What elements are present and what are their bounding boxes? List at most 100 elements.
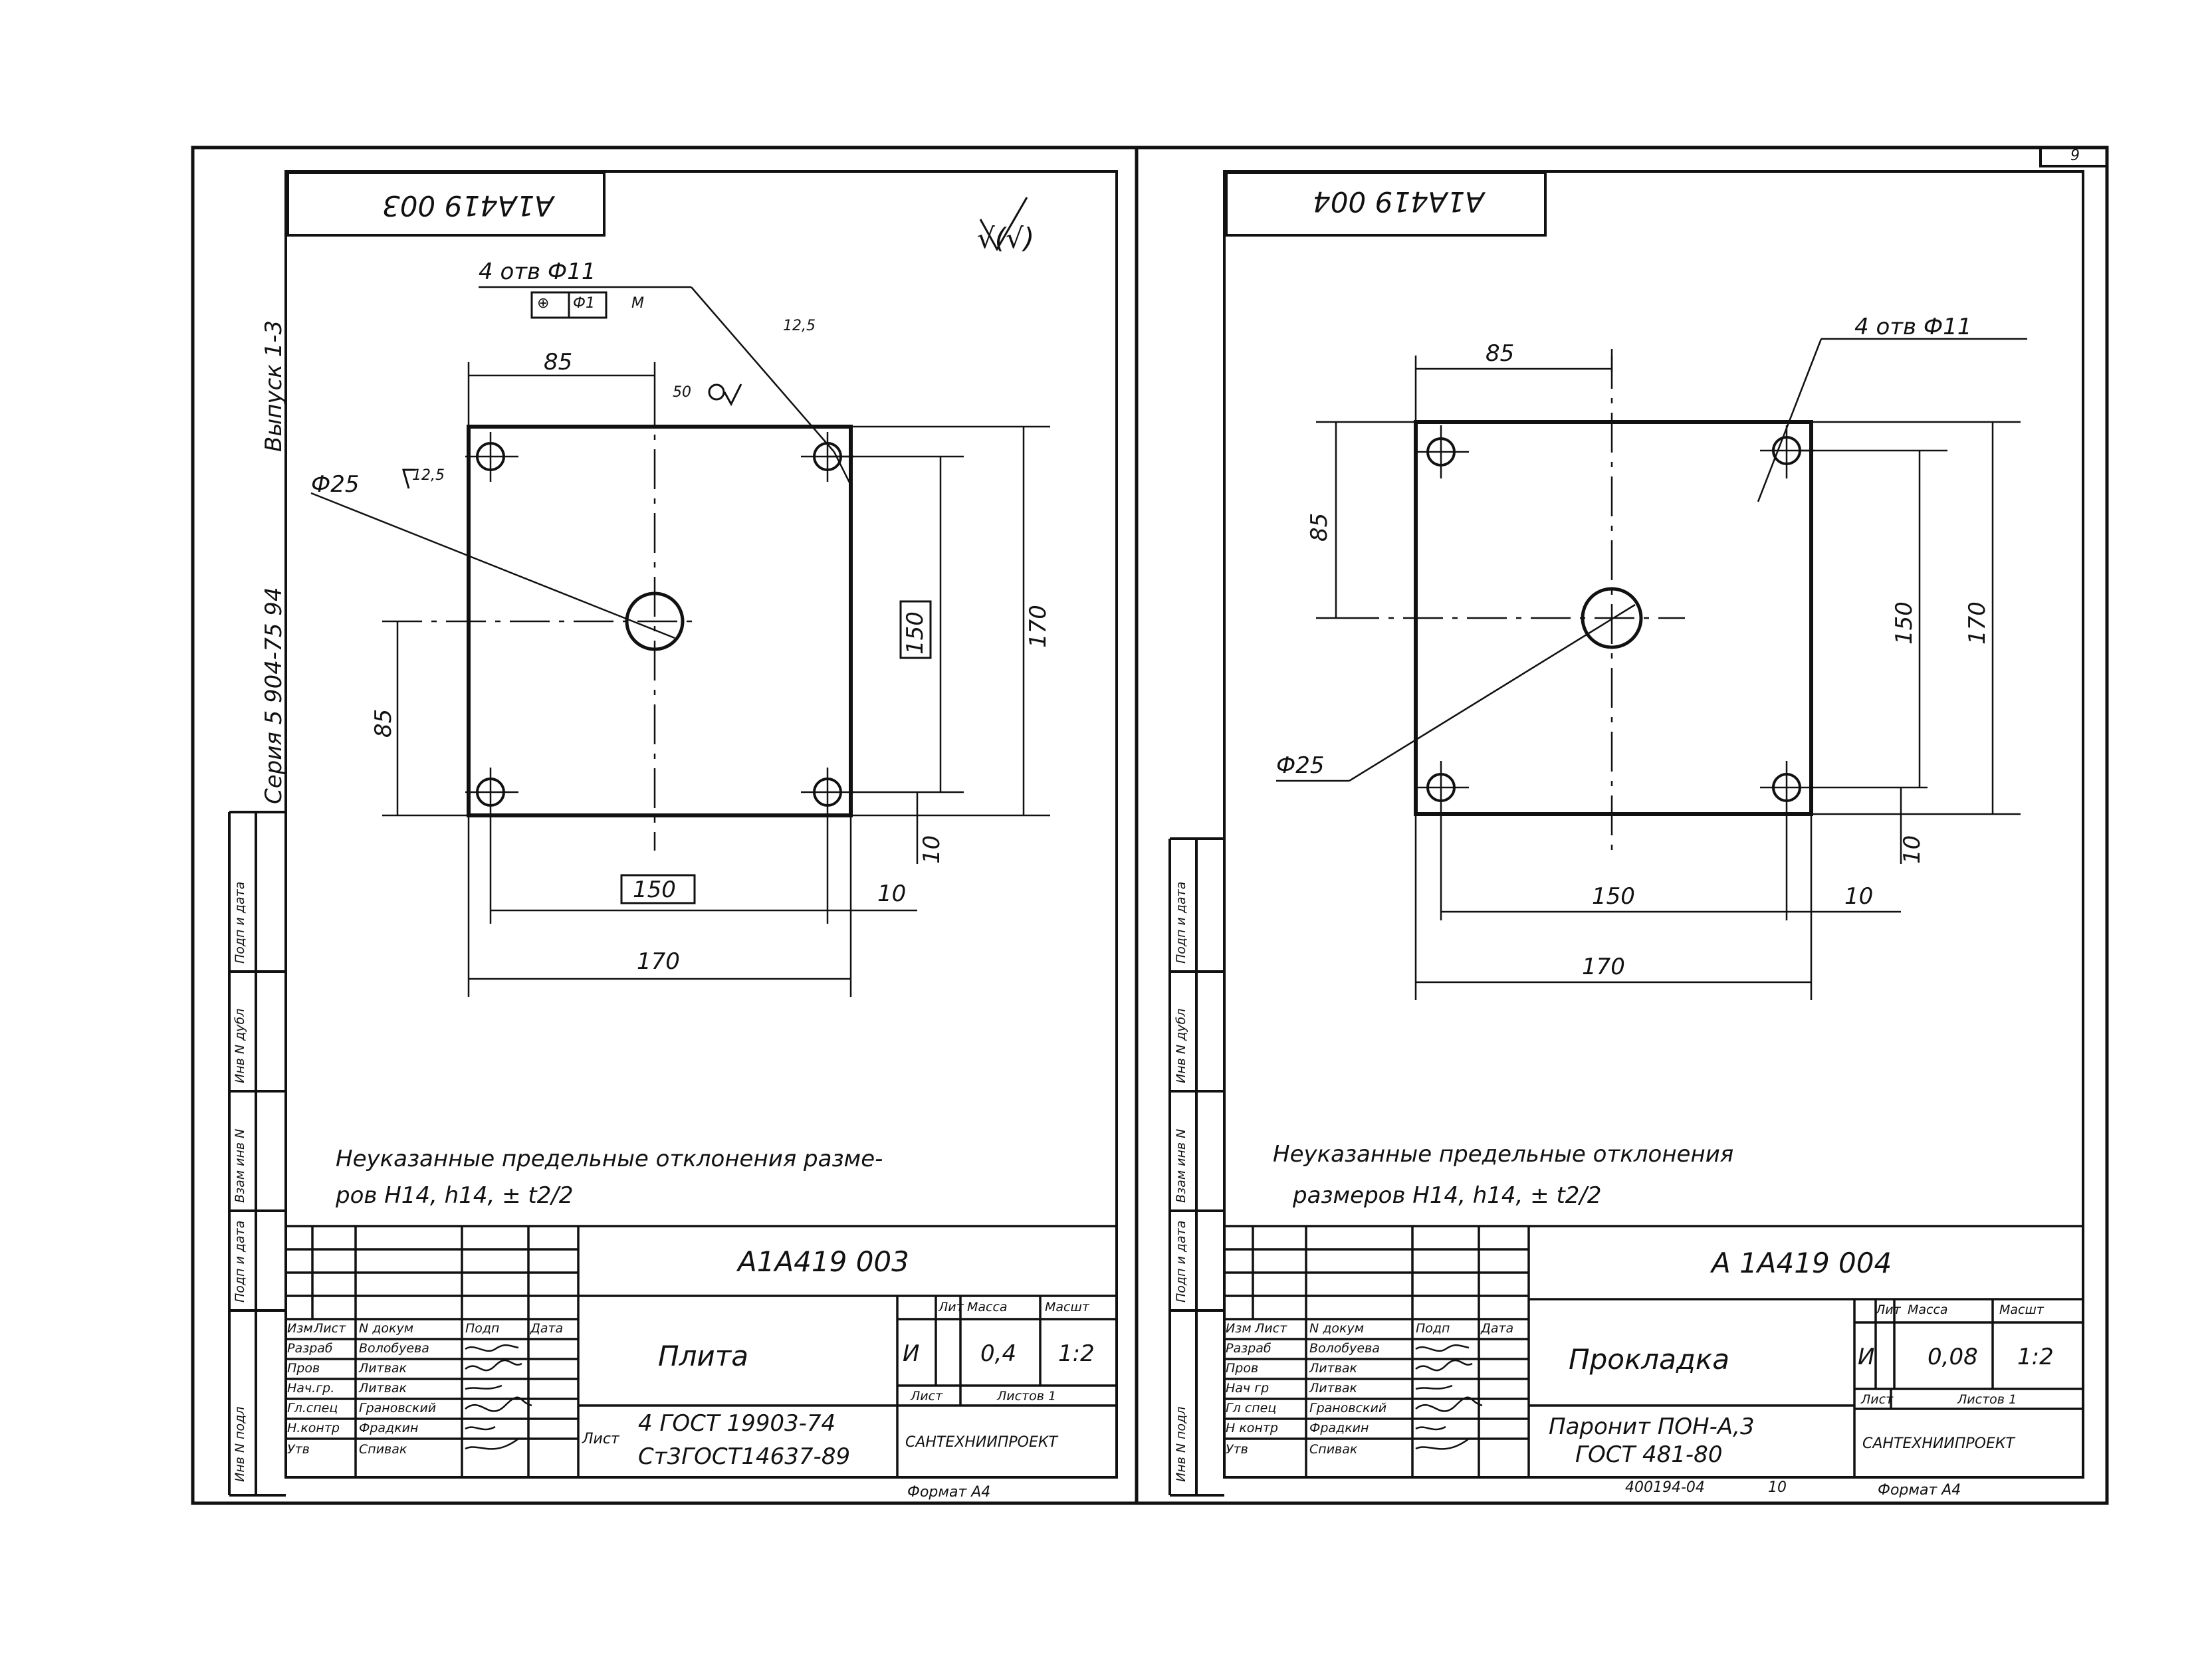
tolerance-symbol: ⊕ [537,295,550,312]
col-lit: Лит [939,1300,964,1314]
dim-10-v-2: 10 [1899,835,1926,864]
note-line1-2: Неуказанные предельные отклонения [1273,1141,1734,1168]
scale-value-2: 1:2 [2017,1344,2054,1370]
sheet-cell-2: Лист [1861,1392,1894,1407]
header-col-date-2: Дата [1481,1321,1514,1336]
dim-10-h: 10 [877,881,907,907]
sheet-label: Лист [582,1431,619,1447]
sidebar-label-inv-r: Инв N подл [1174,1406,1188,1482]
sheets-cell: Листов 1 [997,1389,1057,1404]
org-name: САНТЕХНИИПРОЕКТ [905,1434,1057,1451]
material-line2: Ст3ГОСТ14637-89 [638,1443,851,1470]
col-scale: Масшт [1045,1300,1089,1314]
format-label: Формат А4 [907,1484,991,1501]
dim-top-85-2: 85 [1486,340,1515,367]
note-line2: ров Н14, h14, ± t2/2 [336,1182,574,1209]
sidebar-label-sign: Подп и дата [233,1220,247,1303]
person-name: Фрадкин [359,1421,419,1435]
header-col-doc: N докум [359,1321,414,1336]
dim-170-h-2: 170 [1582,954,1625,980]
tolerance-modifier: М [631,295,644,312]
role: Разраб [1226,1341,1272,1356]
header-col-doc-2: N докум [1309,1321,1365,1336]
col-lit-2: Лит [1876,1303,1901,1317]
sidebar-label-sign2-r: Подп и дата [1174,881,1188,964]
mass-value-2: 0,08 [1928,1344,1978,1370]
series-label: Серия 5 904-75 94 [261,587,287,804]
person-name: Грановский [359,1401,437,1415]
role: Нач.гр. [287,1381,335,1396]
person-name: Литвак [1309,1381,1358,1396]
lit-value-2: И [1858,1344,1875,1370]
material-line1-2: Паронит ПОН-А,3 [1549,1413,1755,1440]
stamp-code-2: А1А419 004 [1313,185,1484,218]
footer-code: 400194-04 [1625,1479,1705,1496]
sidebar-label-sign2: Подп и дата [233,881,247,964]
role: Гл спец [1226,1401,1277,1415]
dim-diameter: Ф25 [311,471,360,498]
role: Пров [1226,1361,1259,1376]
part-title: Плита [658,1340,748,1372]
tolerance-value: Ф1 [573,295,595,312]
designation-2: А 1А419 004 [1712,1247,1892,1279]
mass-value: 0,4 [980,1340,1017,1367]
sidebar-label-replace: Взам инв N [233,1128,247,1203]
dim-left-85-2: 85 [1306,512,1333,542]
org-name-2: САНТЕХНИИПРОЕКТ [1862,1435,2015,1452]
role: Разраб [287,1341,333,1356]
note-line2-2: размеров Н14, h14, ± t2/2 [1293,1182,1602,1209]
header-col-change: Изм [287,1321,313,1336]
header-col-sign: Подп [465,1321,500,1336]
person-name: Фрадкин [1309,1421,1369,1435]
person-name: Спивак [359,1442,407,1457]
dim-150-v-2: 150 [1891,601,1918,645]
material-line1: 4 ГОСТ 19903-74 [638,1410,836,1437]
dim-left-85: 85 [370,708,397,738]
dim-10-v: 10 [919,835,945,864]
header-col-sheet: Лист [314,1321,346,1336]
role: Н.контр [287,1421,340,1435]
col-mass-2: Масса [1908,1303,1948,1317]
sidebar-label-sign-r: Подп и дата [1174,1220,1188,1303]
dim-150-h: 150 [633,877,676,903]
dim-170-v-2: 170 [1964,601,1991,645]
sidebar-label-inv: Инв N подл [233,1406,247,1482]
col-mass: Масса [967,1300,1008,1314]
dim-170-h: 170 [637,948,680,975]
dim-150-v: 150 [902,611,929,655]
dim-diameter-2: Ф25 [1276,752,1325,779]
dim-10-h-2: 10 [1844,883,1874,910]
role: Н контр [1226,1421,1278,1435]
roughness-mark: √(√) [977,222,1035,255]
person-name: Литвак [1309,1361,1358,1376]
dim-150-h-2: 150 [1592,883,1635,910]
part-title-2: Прокладка [1569,1343,1730,1376]
role: Нач гр [1226,1381,1270,1396]
sidebar-label-replace-r: Взам инв N [1174,1128,1188,1203]
material-line2-2: ГОСТ 481-80 [1575,1441,1723,1468]
note-line1: Неуказанные предельные отклонения разме- [336,1146,883,1172]
designation: А1А419 003 [738,1245,909,1278]
roughness-hole: 12,5 [783,318,816,334]
footer-code-num: 10 [1768,1479,1787,1496]
person-name: Спивак [1309,1442,1358,1457]
header-col-date: Дата [530,1321,564,1336]
issue-label: Выпуск 1-3 [261,320,287,452]
header-col-change-2: Изм [1226,1321,1252,1336]
lit-value: И [903,1340,920,1367]
sheets-cell-2: Листов 1 [1957,1392,2017,1407]
dim-top-85: 85 [544,349,573,375]
scale-value: 1:2 [1058,1340,1095,1367]
person-name: Литвак [359,1361,407,1376]
role: Пров [287,1361,320,1376]
roughness-top: 50 [673,384,691,401]
person-name: Волобуева [359,1341,429,1356]
person-name: Волобуева [1309,1341,1380,1356]
dim-170-v: 170 [1025,605,1051,648]
stamp-code: А1А419 003 [382,189,554,222]
sidebar-label-dup-r: Инв N дубл [1174,1008,1188,1083]
holes-label: 4 отв Ф11 [479,259,596,285]
sidebar-label-dup: Инв N дубл [233,1008,247,1083]
roughness-hole2: 12,5 [412,467,445,484]
col-scale-2: Масшт [1999,1303,2044,1317]
